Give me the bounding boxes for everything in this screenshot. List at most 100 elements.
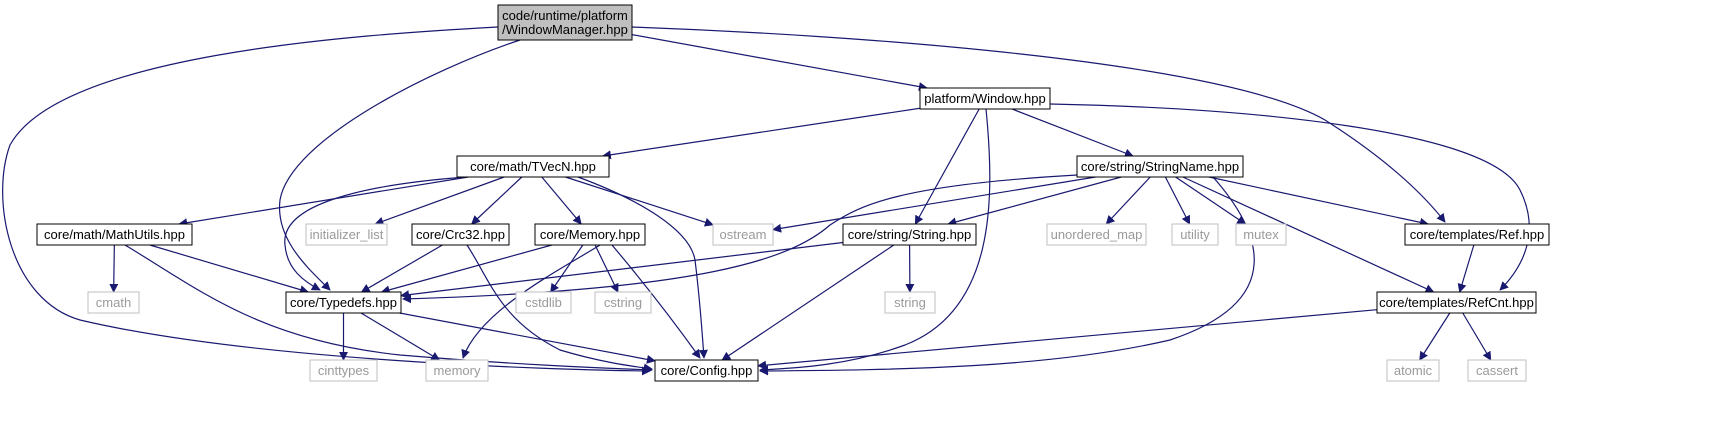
node-box bbox=[712, 223, 774, 246]
edge-tvecn-to-mathutils bbox=[178, 176, 469, 228]
edge-window-to-stringname bbox=[1011, 108, 1134, 158]
nodes-layer: code/runtime/platform/WindowManager.hpp p… bbox=[36, 4, 1550, 382]
edge-tvecn-to-config bbox=[577, 176, 708, 359]
node-label: core/math/MathUtils.hpp bbox=[44, 227, 185, 242]
node-label: core/templates/RefCnt.hpp bbox=[1379, 295, 1534, 310]
edge-window-to-refcnt bbox=[1049, 103, 1530, 291]
node-box bbox=[1171, 223, 1219, 246]
node-memoryhpp[interactable]: core/Memory.hpp bbox=[534, 223, 646, 246]
edge-window-to-string bbox=[914, 108, 980, 225]
node-box bbox=[594, 291, 652, 314]
edge-window-to-config bbox=[759, 108, 991, 375]
edge-string-to-config bbox=[721, 244, 895, 361]
node-ref[interactable]: core/templates/Ref.hpp bbox=[1404, 223, 1550, 246]
node-mutex: mutex bbox=[1235, 223, 1287, 246]
edge-stringname-to-mutex bbox=[1175, 176, 1247, 225]
node-label: core/Memory.hpp bbox=[540, 227, 640, 242]
node-atomic: atomic bbox=[1386, 359, 1440, 382]
node-stringname[interactable]: core/string/StringName.hpp bbox=[1076, 155, 1244, 178]
node-label: core/string/StringName.hpp bbox=[1081, 159, 1239, 174]
edge-stringname-to-typedefs bbox=[402, 174, 1078, 304]
edge-stringname-to-ostream bbox=[772, 176, 1096, 233]
edge-mathutils-to-typedefs bbox=[149, 244, 310, 295]
edge-refcnt-to-atomic bbox=[1419, 312, 1451, 361]
node-box bbox=[1386, 359, 1440, 382]
node-box bbox=[36, 223, 193, 246]
edge-stringname-to-umap bbox=[1105, 176, 1151, 225]
edge-memoryhpp-to-cstdlib bbox=[550, 244, 584, 293]
node-cstdlib: cstdlib bbox=[515, 291, 572, 314]
node-label: platform/Window.hpp bbox=[924, 91, 1045, 106]
node-box bbox=[1467, 359, 1527, 382]
node-box bbox=[1046, 223, 1147, 246]
node-label: cassert bbox=[1476, 363, 1518, 378]
edge-stringname-to-ref bbox=[1208, 176, 1429, 227]
edge-ref-to-refcnt bbox=[1457, 244, 1475, 293]
edge-refcnt-to-cassert bbox=[1462, 312, 1492, 361]
node-label: cinttypes bbox=[318, 363, 370, 378]
node-stdstring: string bbox=[884, 291, 936, 314]
node-box bbox=[884, 291, 936, 314]
edge-window-to-tvecn bbox=[601, 107, 921, 160]
edge-typedefs-to-config bbox=[399, 312, 656, 364]
node-typedefs[interactable]: core/Typedefs.hpp bbox=[285, 291, 402, 314]
node-label: utility bbox=[1180, 227, 1210, 242]
node-box bbox=[1235, 223, 1287, 246]
node-refcnt[interactable]: core/templates/RefCnt.hpp bbox=[1376, 291, 1537, 314]
node-box bbox=[1404, 223, 1550, 246]
node-config[interactable]: core/Config.hpp bbox=[654, 359, 759, 382]
node-label: core/Typedefs.hpp bbox=[290, 295, 397, 310]
node-cmath: cmath bbox=[87, 291, 140, 314]
edge-crc32-to-typedefs bbox=[360, 244, 443, 293]
edge-tvecn-to-crc32 bbox=[471, 176, 523, 225]
node-string[interactable]: core/string/String.hpp bbox=[842, 223, 977, 246]
node-memory: memory bbox=[425, 359, 489, 382]
edge-wm-to-window bbox=[631, 34, 928, 91]
node-crc32[interactable]: core/Crc32.hpp bbox=[411, 223, 510, 246]
edge-crc32-to-config bbox=[466, 244, 653, 373]
edge-wm-to-typedefs bbox=[278, 39, 521, 291]
node-box bbox=[919, 87, 1051, 110]
node-label: unordered_map bbox=[1051, 227, 1143, 242]
node-box bbox=[305, 223, 388, 246]
node-cassert: cassert bbox=[1467, 359, 1527, 382]
node-box bbox=[285, 291, 402, 314]
node-cinttypes: cinttypes bbox=[309, 359, 378, 382]
node-label: /WindowManager.hpp bbox=[502, 22, 628, 37]
node-box bbox=[842, 223, 977, 246]
node-box bbox=[87, 291, 140, 314]
node-box bbox=[534, 223, 646, 246]
edge-memoryhpp-to-typedefs bbox=[380, 244, 553, 295]
node-wm[interactable]: code/runtime/platform/WindowManager.hpp bbox=[497, 4, 633, 41]
edge-mathutils-to-config bbox=[124, 244, 653, 375]
node-label: code/runtime/platform bbox=[502, 8, 628, 23]
node-label: cmath bbox=[96, 295, 131, 310]
node-box bbox=[456, 155, 610, 178]
node-label: ostream bbox=[720, 227, 767, 242]
edge-wm-to-ref bbox=[631, 26, 1446, 223]
node-label: core/math/TVecN.hpp bbox=[470, 159, 596, 174]
node-mathutils[interactable]: core/math/MathUtils.hpp bbox=[36, 223, 193, 246]
node-umap: unordered_map bbox=[1046, 223, 1147, 246]
node-label: atomic bbox=[1394, 363, 1433, 378]
node-utility: utility bbox=[1171, 223, 1219, 246]
edge-stringname-to-refcnt bbox=[1182, 176, 1435, 293]
edge-wm-to-config bbox=[2, 26, 651, 376]
node-window[interactable]: platform/Window.hpp bbox=[919, 87, 1051, 110]
node-label: memory bbox=[434, 363, 481, 378]
node-tvecn[interactable]: core/math/TVecN.hpp bbox=[456, 155, 610, 178]
edge-stringname-to-utility bbox=[1164, 176, 1191, 225]
edge-typedefs-to-memory bbox=[360, 312, 441, 361]
node-box bbox=[425, 359, 489, 382]
edge-memoryhpp-to-config bbox=[611, 244, 701, 359]
edge-memoryhpp-to-cstring bbox=[594, 244, 619, 293]
edge-refcnt-to-config bbox=[757, 309, 1378, 370]
node-cstring: cstring bbox=[594, 291, 652, 314]
edge-tvecn-to-initlist bbox=[374, 176, 505, 226]
edge-mathutils-to-cmath bbox=[109, 244, 119, 293]
node-box bbox=[1076, 155, 1244, 178]
node-label: cstring bbox=[604, 295, 642, 310]
node-box bbox=[309, 359, 378, 382]
node-label: core/string/String.hpp bbox=[848, 227, 972, 242]
